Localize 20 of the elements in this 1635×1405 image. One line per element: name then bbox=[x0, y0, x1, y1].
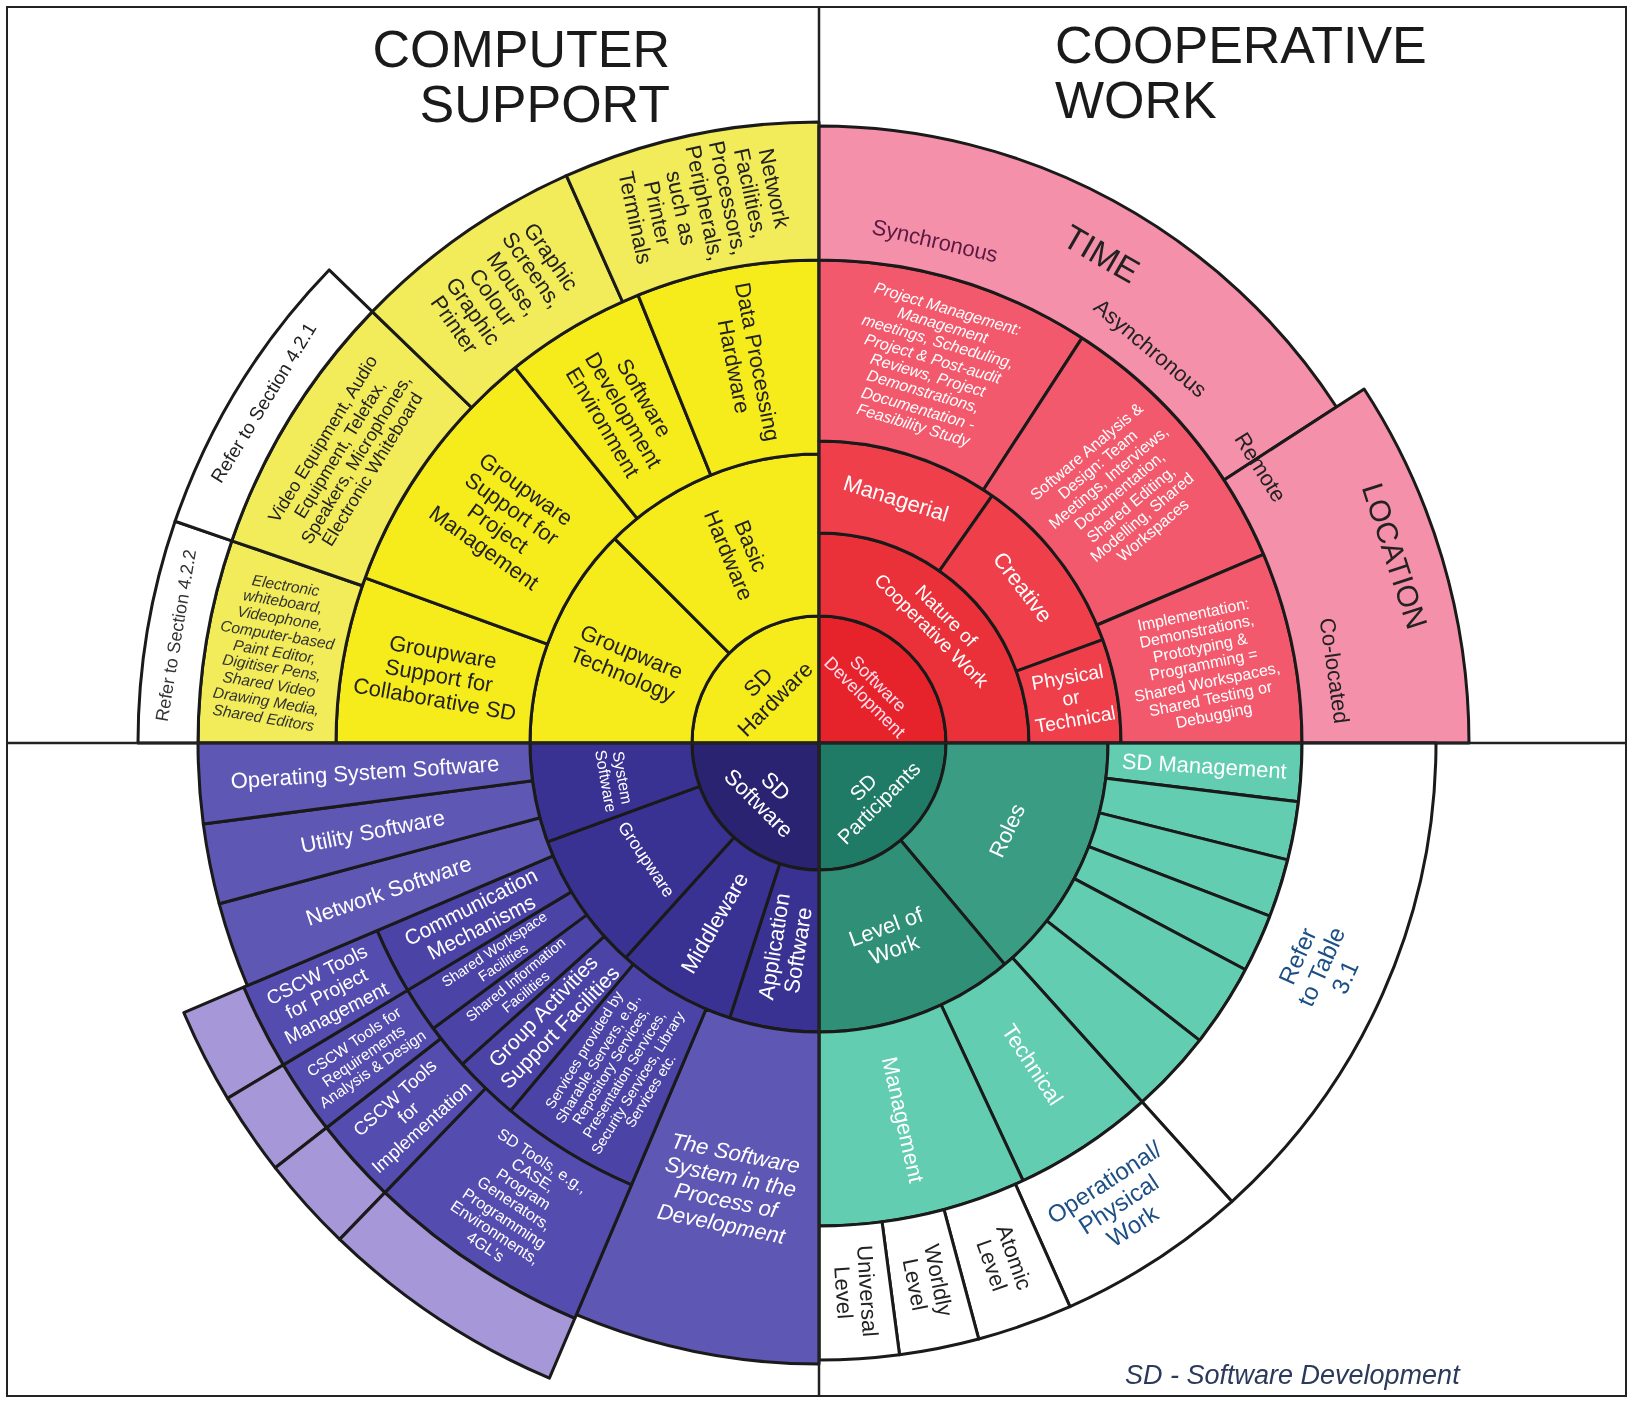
footnote: SD - Software Development bbox=[1125, 1360, 1460, 1391]
quadrant-title: COMPUTER SUPPORT bbox=[371, 22, 670, 132]
segment-label: Roles bbox=[982, 799, 1032, 864]
segment-label: Co-located bbox=[1313, 615, 1356, 727]
segment-label: Refer to Section 4.2.2 bbox=[152, 546, 202, 725]
segment-label: Atomic Level bbox=[970, 1220, 1039, 1297]
segment-label: Physical or Technical bbox=[1028, 660, 1116, 737]
segment-label: Utility Software bbox=[297, 803, 449, 860]
segment-label: SD Management bbox=[1120, 749, 1289, 784]
segment-label: Refer to Table 3.1 bbox=[1272, 921, 1365, 1013]
segment-label: Level of Work bbox=[844, 901, 928, 972]
segment-label: System Software bbox=[591, 747, 637, 813]
segment-label: Universal Level bbox=[828, 1243, 883, 1340]
segment-label: Groupware Support for Collaborative SD bbox=[350, 629, 520, 726]
segment-label: Worldly Level bbox=[896, 1240, 959, 1321]
quadrant-title: COOPERATIVE WORK bbox=[1055, 18, 1428, 128]
segment-label: Data Processing Hardware bbox=[711, 279, 785, 446]
segment-label: Application Software bbox=[752, 890, 818, 1004]
segment-label: Operating System Software bbox=[228, 751, 501, 795]
segment-label: Network Facilities, Processors, Peripherals, such as Printer Terminals bbox=[611, 137, 796, 269]
